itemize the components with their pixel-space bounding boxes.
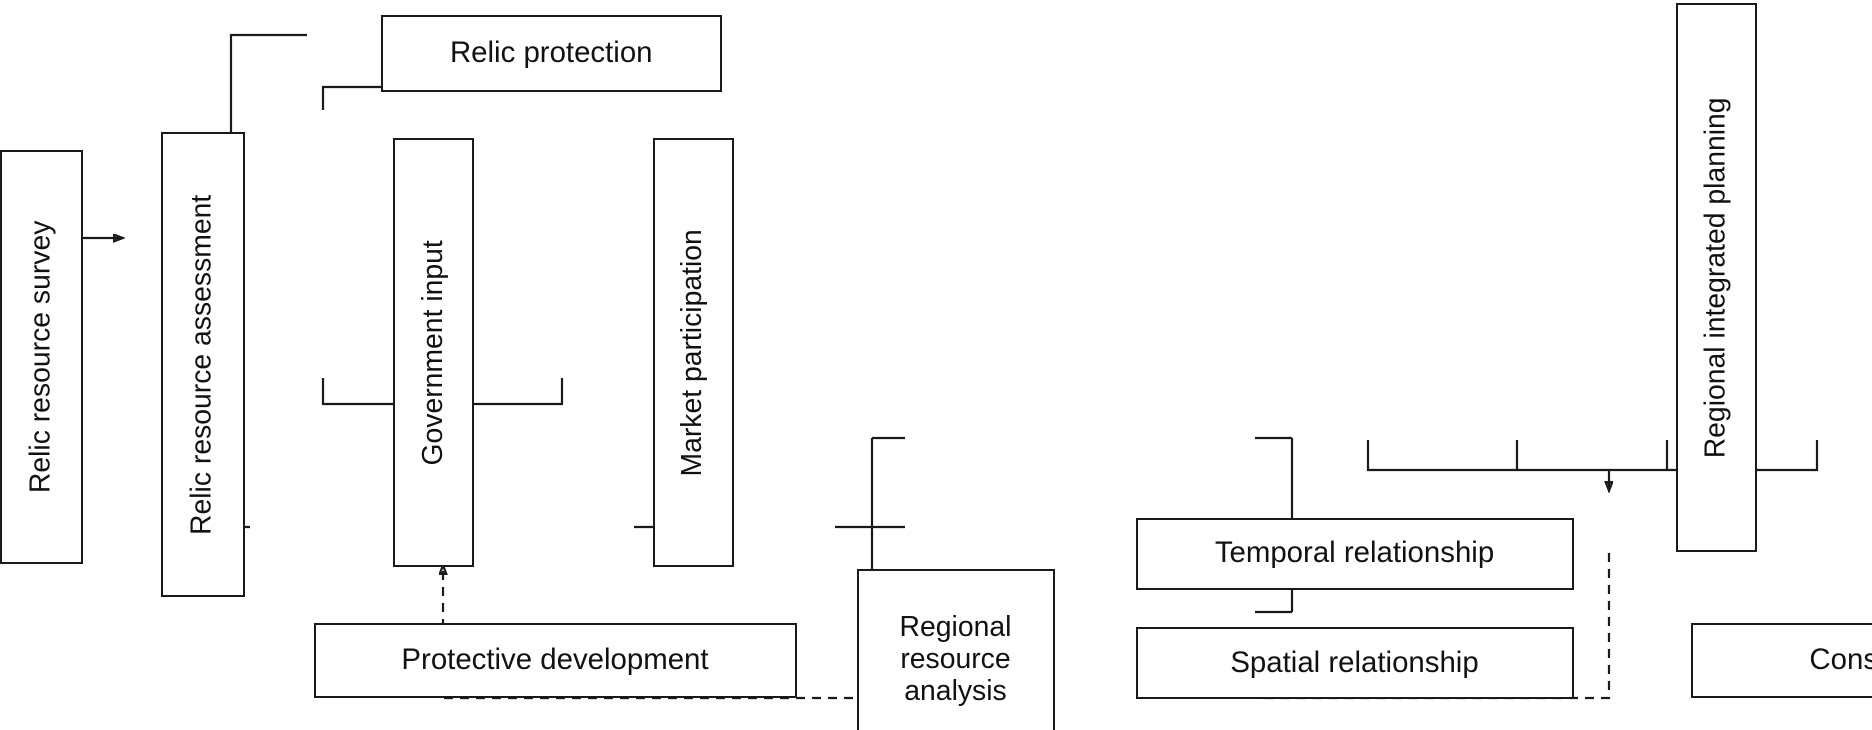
node-label: Spatial relationship [1230, 645, 1479, 679]
node-government-input[interactable]: Government input [393, 138, 474, 567]
node-relic-resource-assessment[interactable]: Relic resource assessment [160, 132, 245, 597]
node-label: Relic resource survey [24, 220, 57, 494]
node-label: Relic resource assessment [185, 194, 218, 535]
node-relic-resource-survey[interactable]: Relic resource survey [0, 150, 83, 564]
node-label: Construction and implementation [1809, 642, 1872, 676]
node-regional-resource-analysis[interactable]: Regional resource analysis [856, 568, 1055, 730]
node-label: Regional resource analysis [899, 611, 1012, 707]
node-temporal-relationship[interactable]: Temporal relationship [1135, 517, 1574, 590]
node-market-participation[interactable]: Market participation [652, 138, 734, 567]
node-label: Market participation [676, 228, 709, 477]
node-label: Government input [416, 239, 449, 466]
node-label: Temporal relationship [1214, 536, 1495, 570]
node-label: Protective development [401, 642, 709, 676]
node-relic-protection[interactable]: Relic protection [381, 15, 722, 92]
node-label: Relic protection [449, 35, 653, 69]
node-label: Regional integrated planning [1699, 97, 1732, 458]
edge-planning-down [1366, 440, 1609, 472]
node-construction-and-implementation[interactable]: Construction and implementation [1690, 622, 1872, 698]
node-regional-integrated-planning[interactable]: Regional integrated planning [1675, 3, 1757, 552]
node-spatial-relationship[interactable]: Spatial relationship [1135, 627, 1574, 699]
node-protective-development[interactable]: Protective development [313, 622, 797, 698]
